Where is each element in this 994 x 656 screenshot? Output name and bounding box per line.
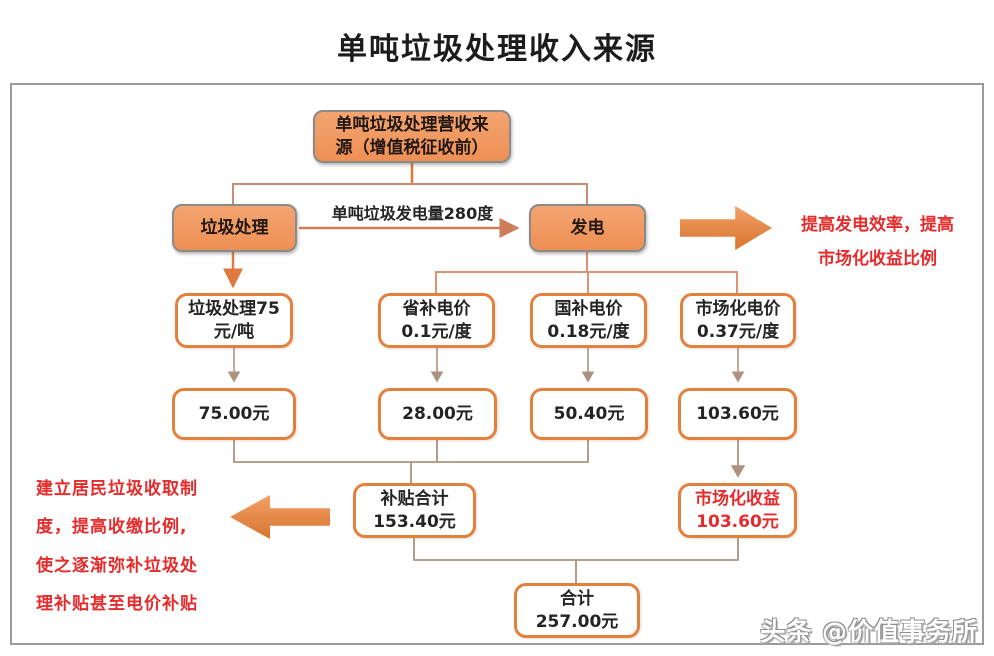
node-waste-fee-line1: 垃圾处理75 — [188, 298, 280, 319]
market-income-line1: 市场化收益 — [695, 488, 780, 509]
annotation-left-line1: 建立居民垃圾收取制 — [36, 479, 198, 499]
annotation-left-line4: 理补贴甚至电价补贴 — [36, 593, 198, 614]
node-value-market: 103.60元 — [678, 388, 797, 440]
value-waste-label: 75.00元 — [198, 403, 270, 424]
node-market-price: 市场化电价 0.37元/度 — [680, 293, 796, 348]
node-power-label: 发电 — [570, 217, 605, 238]
node-root-line1: 单吨垃圾处理营收来 — [335, 114, 489, 135]
node-waste-fee-line2: 元/吨 — [213, 321, 255, 342]
annotation-right-line2: 市场化收益比例 — [818, 249, 937, 269]
value-market-label: 103.60元 — [696, 403, 779, 424]
node-provincial-line2: 0.1元/度 — [401, 321, 472, 342]
annotation-right-line1: 提高发电效率，提高 — [801, 215, 954, 235]
node-market-income: 市场化收益 103.60元 — [678, 483, 797, 538]
market-income-line2: 103.60元 — [696, 511, 779, 532]
node-value-waste: 75.00元 — [172, 388, 296, 440]
annotation-left-line3: 使之逐渐弥补垃圾处 — [36, 555, 198, 576]
total-line2: 257.00元 — [535, 611, 619, 632]
page-title: 单吨垃圾处理收入来源 — [337, 32, 657, 67]
subsidy-total-line2: 153.40元 — [373, 511, 456, 532]
node-national-line1: 国补电价 — [554, 298, 623, 319]
node-waste-label: 垃圾处理 — [200, 217, 269, 238]
subsidy-total-line1: 补贴合计 — [380, 488, 449, 509]
node-provincial-line1: 省补电价 — [402, 298, 471, 319]
annotation-left: 建立居民垃圾收取制 度，提高收缴比例, 使之逐渐弥补垃圾处 理补贴甚至电价补贴 — [36, 470, 231, 623]
annotation-left-line2: 度，提高收缴比例, — [36, 517, 188, 538]
edge-label-generation-per-ton: 单吨垃圾发电量280度 — [331, 204, 494, 223]
value-provincial-label: 28.00元 — [402, 403, 473, 424]
node-root-line2: 源（增值税征收前） — [335, 137, 489, 158]
node-power-generation: 发电 — [529, 204, 646, 252]
value-national-label: 50.40元 — [553, 403, 625, 424]
node-subsidy-total: 补贴合计 153.40元 — [353, 483, 476, 538]
node-market-price-line2: 0.37元/度 — [696, 321, 780, 342]
node-value-national: 50.40元 — [530, 388, 648, 440]
node-waste-treatment: 垃圾处理 — [172, 204, 297, 252]
node-value-provincial: 28.00元 — [378, 388, 497, 440]
total-line1: 合计 — [560, 588, 594, 609]
node-total: 合计 257.00元 — [514, 583, 640, 638]
annotation-right: 提高发电效率，提高 市场化收益比例 — [785, 208, 970, 276]
node-national-subsidy-price: 国补电价 0.18元/度 — [530, 293, 647, 348]
node-waste-fee: 垃圾处理75 元/吨 — [175, 293, 293, 348]
node-root: 单吨垃圾处理营收来 源（增值税征收前） — [313, 110, 511, 163]
node-national-line2: 0.18元/度 — [547, 321, 630, 342]
node-provincial-subsidy-price: 省补电价 0.1元/度 — [378, 293, 495, 348]
watermark: 头条 @价值事务所 — [760, 617, 978, 646]
node-market-price-line1: 市场化电价 — [695, 298, 781, 319]
